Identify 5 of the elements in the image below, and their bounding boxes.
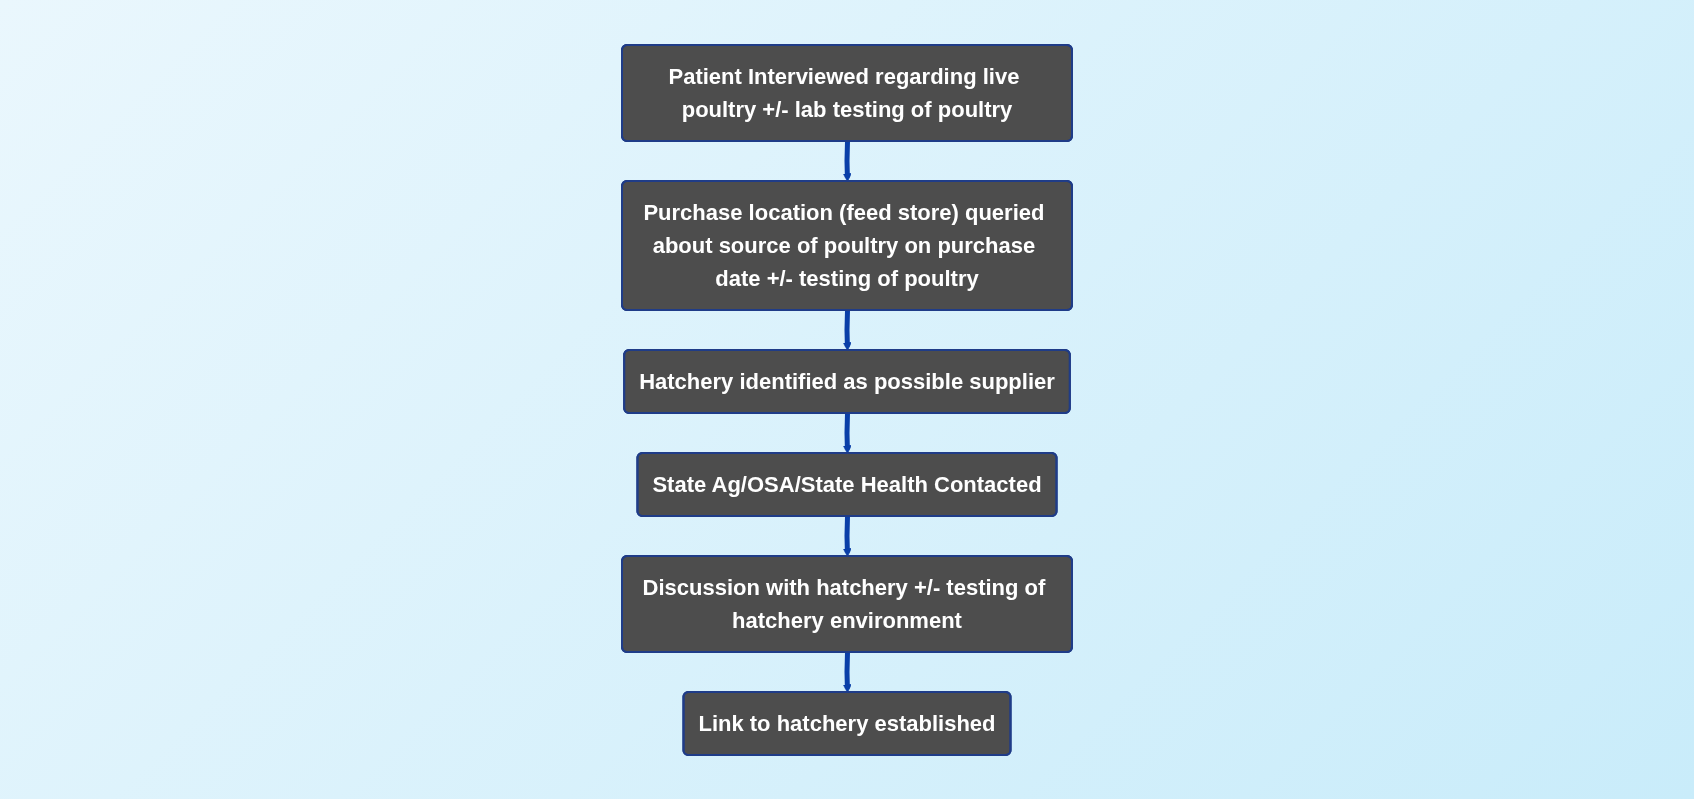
arrow <box>842 515 852 557</box>
arrow <box>842 651 852 693</box>
arrow <box>842 412 852 454</box>
arrow <box>842 140 852 182</box>
arrow <box>842 309 852 351</box>
